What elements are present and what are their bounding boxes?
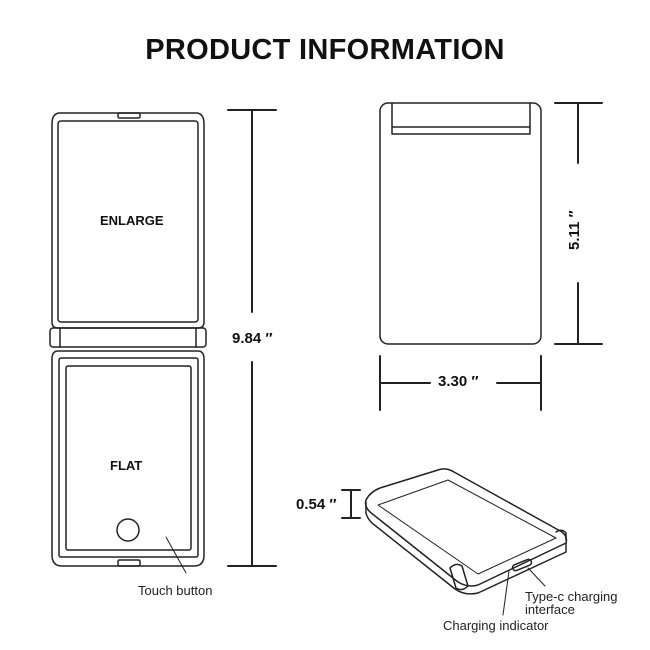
closed-mirror-front xyxy=(379,102,542,345)
height-open-value: 9.84 ″ xyxy=(232,330,273,347)
page-title: PRODUCT INFORMATION xyxy=(145,34,505,66)
closed-mirror-perspective xyxy=(364,468,568,595)
width-dimension-line xyxy=(379,355,542,411)
type-c-label: Type-c charging xyxy=(525,589,618,604)
type-c-leader xyxy=(527,567,546,587)
height-value: 5.11 ″ xyxy=(566,210,583,250)
type-c-label-line2: interface xyxy=(525,602,575,617)
charging-indicator-leader xyxy=(502,570,510,616)
touch-button-label: Touch button xyxy=(138,583,213,598)
touch-button-leader xyxy=(165,536,187,574)
charging-indicator-label: Charging indicator xyxy=(443,618,549,633)
flat-label: FLAT xyxy=(110,458,143,473)
height-dimension-line xyxy=(554,102,603,345)
thickness-dimension-line xyxy=(341,489,361,519)
thickness-value: 0.54 ″ xyxy=(296,496,337,513)
flat-mirror-panel xyxy=(51,350,205,567)
width-value: 3.30 ″ xyxy=(438,373,479,390)
height-open-dimension-line xyxy=(227,109,277,567)
touch-button-icon[interactable] xyxy=(116,518,140,542)
enlarge-label: ENLARGE xyxy=(100,213,164,228)
hinge xyxy=(49,327,207,348)
